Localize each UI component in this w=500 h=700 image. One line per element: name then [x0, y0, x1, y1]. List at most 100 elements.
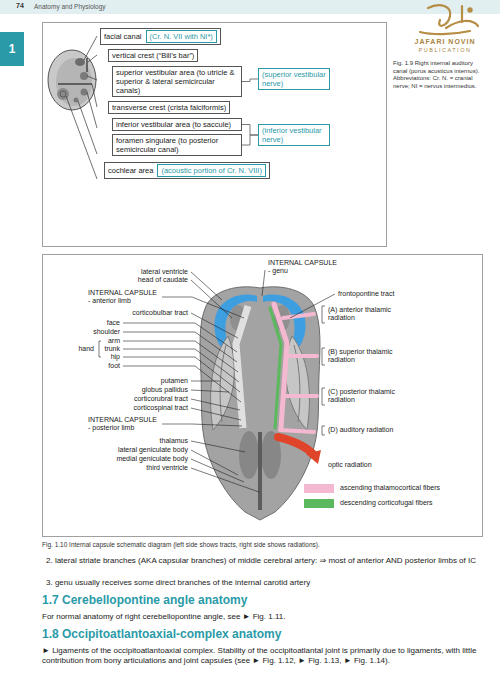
posterior-radiation	[284, 394, 317, 398]
node-text: foramen singulare (to posterior semicirc…	[116, 136, 238, 154]
bracket-connector	[242, 79, 258, 82]
radiation-label: optic radiation	[328, 461, 428, 469]
lentiform-nucleus	[211, 336, 235, 430]
body-text: ► Ligaments of the occipitoatlantoaxial …	[42, 646, 482, 667]
figure-caption: Fig. 1.10 Internal capsule schematic dia…	[42, 541, 482, 549]
right-half	[261, 295, 309, 479]
superior-vestibular-hole	[80, 72, 88, 80]
structure-box: transverse crest (crista falciformis)	[108, 101, 230, 114]
bracket-connector	[242, 125, 258, 136]
watermark: PUBLICATION	[398, 47, 492, 54]
bracket	[322, 426, 325, 435]
bracket-connector	[242, 135, 258, 145]
left-half	[211, 295, 259, 479]
leader-line	[123, 341, 238, 372]
node-text: inferior vestibular area (to saccule)	[116, 120, 238, 129]
leader-line	[191, 399, 240, 410]
leader-line	[191, 468, 259, 492]
node-text: vertical crest (“Bill’s bar”)	[112, 51, 194, 60]
legend-row: ascending thalamocortical fibers	[304, 484, 440, 493]
facial-canal-hole	[75, 58, 85, 66]
thalamus	[239, 431, 259, 479]
leader-line	[191, 272, 222, 300]
descending-fibers	[270, 308, 281, 428]
figure-frame	[43, 255, 483, 537]
bracket	[99, 341, 101, 357]
radiation-label: (B) superior thalamic radiation	[328, 348, 410, 365]
leader-lines	[66, 36, 97, 179]
logo-stroke	[461, 6, 463, 22]
optic-radiation	[278, 437, 314, 455]
brain-section	[200, 287, 321, 520]
chapter-tab-number: 1	[0, 42, 24, 56]
leader-line	[66, 96, 97, 179]
body-part-label: hand	[44, 345, 94, 353]
leader-line	[191, 441, 245, 452]
structure-label: third ventricle	[88, 464, 188, 472]
anterior-radiation	[283, 314, 314, 318]
node-text: (acoustic portion of Cr. N. VIII)	[161, 166, 261, 175]
structure-label: INTERNAL CAPSULE - anterior limb	[88, 289, 159, 306]
body-part-label: foot	[60, 362, 120, 370]
list-item: 2. lateral striate branches (AKA capsula…	[46, 556, 482, 566]
leader-line	[191, 381, 220, 382]
leader-line	[191, 450, 238, 475]
body-part-label: shoulder	[60, 328, 120, 336]
inferior-vestibular-hole	[81, 89, 88, 96]
foramen-singulare-hole	[74, 98, 79, 103]
node-text: (Cr. N. VII with NI*)	[150, 32, 213, 41]
leader-line	[88, 55, 97, 62]
radiation-label: (A) anterior thalamic radiation	[328, 306, 410, 323]
node-text: (inferior vestibular nerve)	[262, 126, 326, 144]
structure-label: head of caudate	[88, 276, 188, 284]
leader-line	[87, 92, 97, 128]
structure-box: facial canal(Cr. N. VII with NI*)	[100, 28, 221, 45]
bracket	[322, 388, 325, 405]
leader-line	[92, 84, 97, 107]
list-item: 3. genu usually receives some direct bra…	[46, 578, 482, 588]
structure-box: vertical crest (“Bill’s bar”)	[108, 49, 198, 62]
section-heading: 1.8 Occipitoatlantoaxial-complex anatomy	[42, 628, 482, 642]
structure-label: globus pallidus	[88, 386, 188, 394]
section-heading: 1.7 Cerebellopontine angle anatomy	[42, 594, 482, 608]
node-text: cochlear area	[108, 166, 153, 175]
node-text: superior vestibular area (to utricle & s…	[116, 68, 238, 95]
radiation-label: (D) auditory radiation	[328, 426, 428, 434]
tract-label: corticospinal tract	[88, 404, 188, 412]
structure-label: lateral geniculate body	[88, 446, 188, 454]
leader-line	[191, 390, 229, 392]
legend-swatch	[304, 484, 334, 493]
figure-frame	[43, 23, 387, 247]
third-ventricle	[258, 432, 262, 510]
legend-text: descending corticofugal fibers	[340, 499, 433, 507]
body-part-label: hip	[60, 353, 120, 361]
structure-label: INTERNAL CAPSULE - posterior limb	[88, 416, 159, 433]
nerve-box: (inferior vestibular nerve)	[258, 124, 330, 146]
leader-line	[123, 323, 237, 352]
superior-radiation	[287, 354, 317, 358]
structure-label: medial geniculate body	[88, 455, 188, 463]
chapter-tab	[0, 32, 24, 66]
leader-line	[123, 332, 237, 362]
auditory-canal	[48, 50, 96, 110]
structure-label: thalamus	[88, 437, 188, 445]
tract-label: corticorubral tract	[88, 395, 188, 403]
running-header: Anatomy and Physiology	[34, 3, 174, 11]
structure-box: superior vestibular area (to utricle & s…	[112, 66, 242, 97]
auditory-radiation	[280, 430, 314, 432]
watermark: JAFARI NOVIN	[398, 38, 492, 46]
nerve-box: (acoustic portion of Cr. N. VIII)	[157, 164, 265, 177]
page-number: 74	[16, 2, 32, 10]
brain-outline	[200, 287, 320, 520]
radiation-label: (C) posterior thalamic radiation	[328, 388, 410, 405]
cochlear-spiral	[60, 91, 66, 97]
lentiform-nucleus	[286, 336, 310, 430]
body-part-label: arm	[60, 337, 120, 345]
structure-label: putamen	[88, 377, 188, 385]
leader-line	[262, 270, 265, 296]
structure-box: cochlear area (acoustic portion of Cr. N.…	[104, 162, 270, 179]
node-text: transverse crest (crista falciformis)	[112, 103, 226, 112]
leader-line	[87, 76, 97, 80]
bracket	[322, 348, 325, 365]
